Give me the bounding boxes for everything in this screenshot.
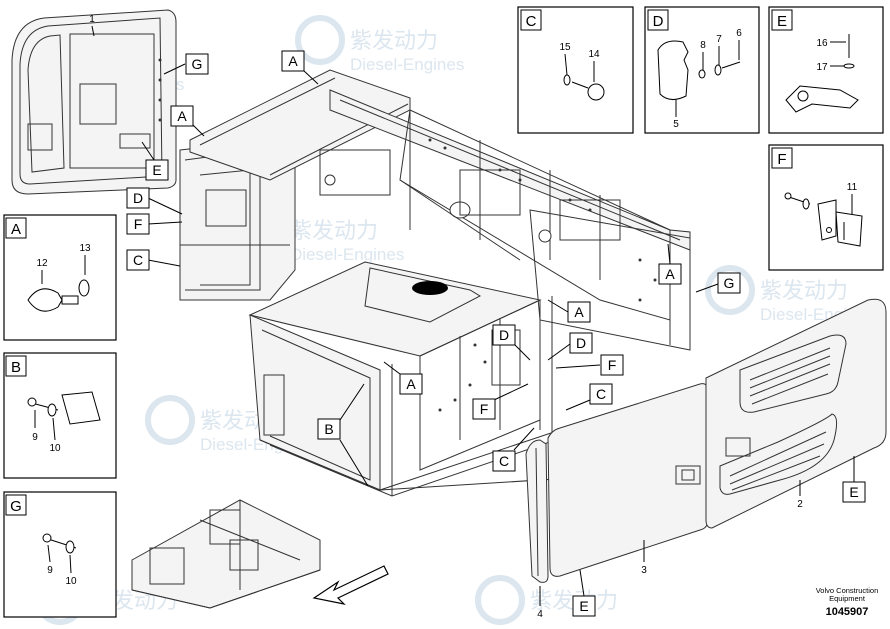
tag-a-left: A xyxy=(170,105,205,137)
tag-label: D xyxy=(576,335,586,351)
detail-label-f: F xyxy=(777,151,786,168)
watermark-cn: 紫发动力 xyxy=(350,28,438,53)
detail-label-a: A xyxy=(11,221,21,238)
watermark-en: Diesel-Engines xyxy=(290,245,404,264)
part-number-2: 2 xyxy=(797,499,803,510)
callout-1: 1 xyxy=(89,14,95,37)
tag-label: C xyxy=(596,386,606,402)
part-number-11: 11 xyxy=(847,182,858,193)
tag-label: B xyxy=(324,421,333,437)
part-callouts: 2 3 4 xyxy=(537,480,803,620)
detail-box-a: A 12 13 xyxy=(3,214,117,341)
machine-location-view xyxy=(131,499,321,609)
tag-label: D xyxy=(133,190,143,206)
part-number-13: 13 xyxy=(79,243,91,254)
part-number-16: 16 xyxy=(816,38,828,49)
brand-caption: Volvo Construction Equipment xyxy=(806,587,888,603)
detail-box-g: G 9 10 xyxy=(3,491,117,618)
tag-d-center: D xyxy=(492,324,531,361)
tag-label: C xyxy=(133,252,143,268)
tag-g-door: G xyxy=(163,53,209,75)
tag-label: A xyxy=(177,108,187,124)
tag-c-left: C xyxy=(126,249,181,271)
part-number-14: 14 xyxy=(588,49,600,60)
part-number-4: 4 xyxy=(537,609,543,620)
drawing-number: 1045907 xyxy=(825,606,869,618)
part-number-9: 9 xyxy=(47,565,53,576)
tag-label: G xyxy=(724,275,735,291)
watermark-en: Diesel-Engines xyxy=(350,55,464,74)
part-number-6: 6 xyxy=(736,28,742,39)
brand-line-2: Equipment xyxy=(829,594,865,603)
tag-e-bottom: E xyxy=(572,569,596,617)
part-number-12: 12 xyxy=(36,258,48,269)
part-number-3: 3 xyxy=(641,565,647,576)
tag-a-right: A xyxy=(658,243,682,285)
tag-label: A xyxy=(665,266,675,282)
tag-label: A xyxy=(288,53,298,69)
detail-box-c: C 15 14 xyxy=(517,6,634,134)
tag-f-left: F xyxy=(126,213,183,235)
tag-d-left: D xyxy=(126,187,183,215)
callout-tags: G A A E D F C A G A D D F F A C C B E E xyxy=(126,50,866,617)
part-number-17: 17 xyxy=(816,62,828,73)
tag-label: F xyxy=(608,357,617,373)
detail-box-d: D 8 7 6 5 xyxy=(644,6,760,134)
tag-label: A xyxy=(406,376,416,392)
tag-label: E xyxy=(579,598,588,614)
part-number-1: 1 xyxy=(89,14,95,25)
side-panel-4 xyxy=(525,439,549,583)
watermark-cn: 紫发动力 xyxy=(760,278,848,303)
tag-label: E xyxy=(152,162,161,178)
part-number-10: 10 xyxy=(49,443,61,454)
tag-c-lower: C xyxy=(492,427,535,472)
part-number-5: 5 xyxy=(673,119,679,130)
detail-box-e: E 16 17 xyxy=(768,6,884,134)
tag-label: G xyxy=(192,56,203,72)
tag-f-right: F xyxy=(555,354,624,376)
tag-a-center: A xyxy=(547,299,591,323)
brand-line-1: Volvo Construction xyxy=(815,586,879,595)
tag-a-lower: A xyxy=(383,361,423,395)
tag-c-center: C xyxy=(565,383,613,411)
tag-label: F xyxy=(134,216,143,232)
upper-frame xyxy=(179,69,691,351)
detail-label-b: B xyxy=(11,359,21,376)
tag-f-center: F xyxy=(472,383,529,420)
arrow-down-left-icon xyxy=(312,565,389,605)
detail-box-b: B 9 10 xyxy=(3,352,117,479)
part-number-8: 8 xyxy=(700,40,706,51)
tag-a-top: A xyxy=(281,50,319,85)
tag-label: D xyxy=(499,327,509,343)
side-panel-2 xyxy=(705,298,887,529)
tag-label: C xyxy=(499,453,509,469)
detail-box-f: F 11 xyxy=(768,144,884,271)
detail-label-c: C xyxy=(526,13,537,30)
tag-label: A xyxy=(574,304,584,320)
part-number-7: 7 xyxy=(716,34,722,45)
detail-label-e: E xyxy=(777,13,787,30)
tag-b: B xyxy=(317,383,369,487)
tag-label: F xyxy=(480,401,489,417)
detail-label-d: D xyxy=(653,13,664,30)
watermark-cn: 紫发动力 xyxy=(290,218,378,243)
tag-d-right: D xyxy=(547,332,593,361)
part-number-9: 9 xyxy=(32,432,38,443)
side-panel-3 xyxy=(547,383,709,577)
tag-g-right: G xyxy=(695,272,741,294)
detail-label-g: G xyxy=(10,498,22,515)
part-number-10: 10 xyxy=(65,576,77,587)
tag-label: E xyxy=(849,484,858,500)
tag-e-right: E xyxy=(842,456,866,503)
part-number-15: 15 xyxy=(559,42,571,53)
tag-e-door: E xyxy=(141,141,169,181)
